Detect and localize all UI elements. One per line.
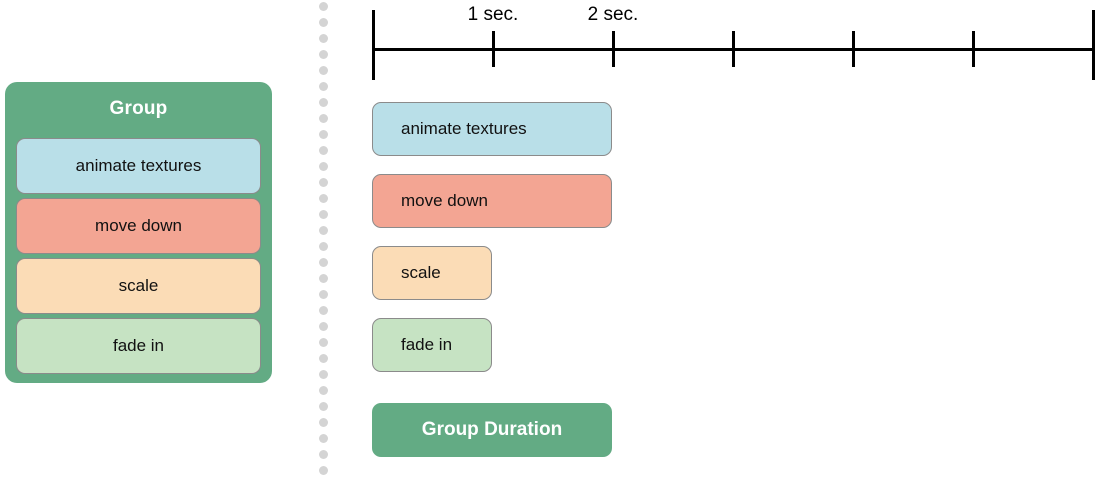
axis-tick-major <box>372 10 375 80</box>
divider-dot <box>319 146 328 155</box>
divider-dot <box>319 34 328 43</box>
divider-dot <box>319 210 328 219</box>
group-action-label: fade in <box>112 336 165 355</box>
axis-tick-minor <box>492 31 495 67</box>
divider-dot <box>319 258 328 267</box>
timeline-bar[interactable]: fade in <box>372 318 492 372</box>
timeline-summary-bar-label: Group Duration <box>421 419 563 440</box>
axis-tick-minor <box>972 31 975 67</box>
divider-dot <box>319 370 328 379</box>
timeline-bar-label: fade in <box>401 335 453 354</box>
group-title: Group <box>109 98 168 119</box>
divider-dot <box>319 82 328 91</box>
divider-dot <box>319 194 328 203</box>
group-action-item[interactable]: scale <box>16 258 261 314</box>
group-action-item[interactable]: fade in <box>16 318 261 374</box>
divider-dot <box>319 18 328 27</box>
divider-dot <box>319 466 328 475</box>
axis-tick-label: 2 sec. <box>587 4 639 25</box>
divider-dot <box>319 306 328 315</box>
dotted-divider <box>319 0 328 482</box>
axis-tick-major <box>1092 10 1095 80</box>
divider-dot <box>319 434 328 443</box>
timeline-bar-label: move down <box>401 191 488 210</box>
divider-dot <box>319 402 328 411</box>
divider-dot <box>319 242 328 251</box>
timeline-summary-bar[interactable]: Group Duration <box>372 403 612 457</box>
timeline-bar[interactable]: animate textures <box>372 102 612 156</box>
timeline-bar[interactable]: move down <box>372 174 612 228</box>
divider-dot <box>319 322 328 331</box>
divider-dot <box>319 178 328 187</box>
axis-tick-minor <box>852 31 855 67</box>
axis-tick-minor <box>732 31 735 67</box>
timeline-bar-label: animate textures <box>401 119 527 138</box>
divider-dot <box>319 162 328 171</box>
group-action-label: animate textures <box>75 156 202 175</box>
divider-dot <box>319 354 328 363</box>
divider-dot <box>319 66 328 75</box>
divider-dot <box>319 114 328 123</box>
timeline-bar[interactable]: scale <box>372 246 492 300</box>
divider-dot <box>319 386 328 395</box>
divider-dot <box>319 98 328 107</box>
divider-dot <box>319 338 328 347</box>
group-action-label: move down <box>95 216 182 235</box>
group-action-item[interactable]: animate textures <box>16 138 261 194</box>
group-panel[interactable]: Group animate textures move down scale fade… <box>5 82 272 383</box>
group-action-item[interactable]: move down <box>16 198 261 254</box>
divider-dot <box>319 130 328 139</box>
timeline-bar-label: scale <box>401 263 441 282</box>
group-action-label: scale <box>118 276 159 295</box>
divider-dot <box>319 290 328 299</box>
axis-tick-minor <box>612 31 615 67</box>
axis-tick-label: 1 sec. <box>467 4 519 25</box>
divider-dot <box>319 2 328 11</box>
divider-dot <box>319 418 328 427</box>
divider-dot <box>319 450 328 459</box>
divider-dot <box>319 226 328 235</box>
divider-dot <box>319 274 328 283</box>
divider-dot <box>319 50 328 59</box>
